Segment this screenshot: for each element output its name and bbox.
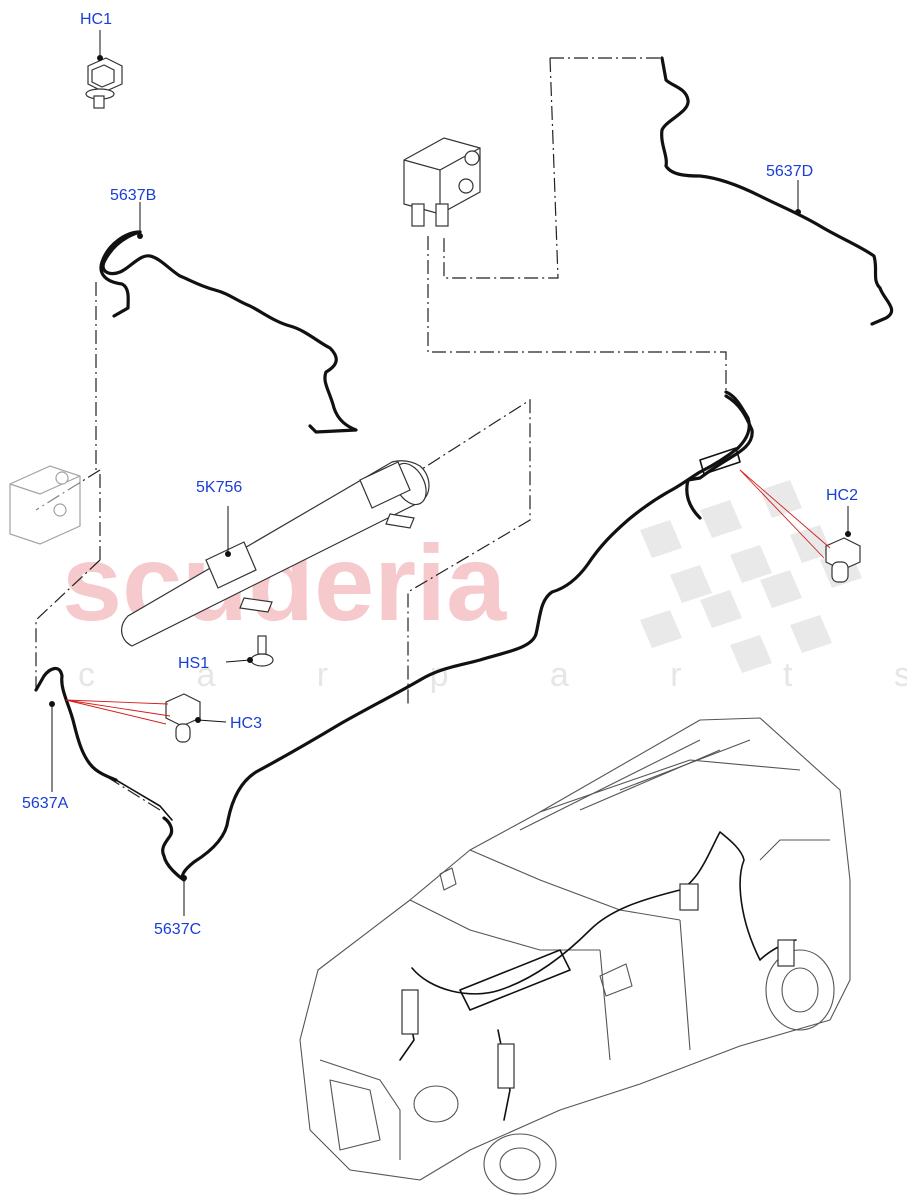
hc1-clip-icon	[85, 30, 123, 109]
hc3-clip-icon	[65, 693, 227, 743]
valve-block-top-icon	[403, 137, 481, 227]
pipe-5637d	[660, 56, 894, 326]
callout-labels: HC1 5637B 5637D HC2 5K756 HS1 HC3 5637A …	[22, 11, 858, 938]
pipe-5637b	[99, 202, 358, 434]
air-reservoir-icon	[121, 460, 430, 647]
hc2-clip-icon	[739, 469, 861, 583]
callout-5637d: 5637D	[766, 163, 813, 180]
dashed-connections	[35, 57, 727, 811]
hs1-stud-icon	[225, 635, 274, 667]
callout-hc1: HC1	[80, 11, 112, 28]
vehicle-illustration	[299, 717, 851, 1195]
pipe-5637c	[161, 390, 754, 916]
callout-hc3: HC3	[230, 715, 262, 732]
callout-5k756: 5K756	[196, 479, 242, 496]
callout-hc2: HC2	[826, 487, 858, 504]
watermark-checker	[640, 480, 862, 673]
callout-5637b: 5637B	[110, 187, 156, 204]
callout-hs1: HS1	[178, 655, 209, 672]
valve-block-left-ghost-icon	[9, 465, 81, 545]
callout-5637c: 5637C	[154, 921, 201, 938]
pipe-5637a	[34, 666, 173, 821]
callout-5637a: 5637A	[22, 795, 69, 812]
